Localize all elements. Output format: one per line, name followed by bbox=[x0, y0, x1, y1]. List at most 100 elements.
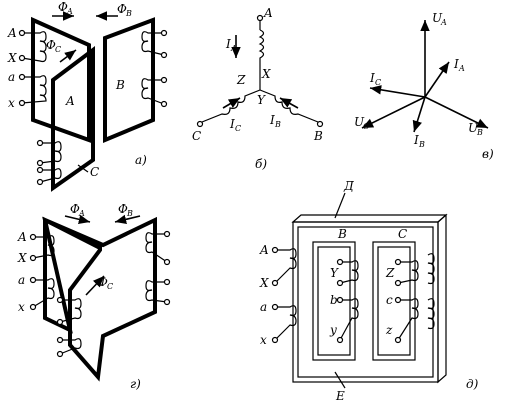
label-Z: Z bbox=[236, 73, 246, 87]
label-UC-sub: C bbox=[363, 122, 369, 131]
label-d-Z: Z bbox=[385, 266, 395, 280]
label-C: C bbox=[192, 129, 201, 143]
term-label-x: x bbox=[8, 96, 15, 110]
terminal-g-b3 bbox=[163, 278, 171, 286]
terminal-x-lower bbox=[18, 99, 26, 107]
terminal-d-b-upper bbox=[336, 258, 344, 266]
label-Y: Y bbox=[257, 93, 266, 107]
terminal-d-c bbox=[394, 296, 402, 304]
terminal-x-upper bbox=[18, 54, 26, 62]
core-label-B: B bbox=[115, 78, 125, 92]
terminal-g-b2 bbox=[163, 258, 171, 266]
ib-arrow bbox=[279, 97, 299, 109]
caption-d: д) bbox=[466, 377, 479, 391]
term-label-g-a: a bbox=[18, 273, 25, 287]
leader-D bbox=[334, 192, 346, 219]
window-left bbox=[312, 241, 356, 361]
label-d-A: A bbox=[259, 243, 269, 257]
terminal-g-b4 bbox=[163, 298, 171, 306]
terminal-g-c1 bbox=[56, 296, 64, 304]
yoke-top-bevel bbox=[291, 214, 448, 223]
caption-g: г) bbox=[130, 377, 141, 391]
label-IA-sub: A bbox=[230, 44, 237, 53]
phasor-IB bbox=[412, 96, 426, 133]
term-label-g-x: x bbox=[18, 300, 25, 314]
core-outer-inner bbox=[297, 226, 434, 378]
leader-c bbox=[77, 164, 89, 173]
label-UB-sub: B bbox=[476, 128, 483, 137]
label-X: X bbox=[261, 67, 271, 81]
label-IB: I bbox=[269, 113, 275, 127]
coil-b bbox=[259, 89, 319, 123]
flux-a-sub-g: A bbox=[78, 209, 85, 218]
terminal-c-3 bbox=[36, 166, 44, 174]
term-label-X: X bbox=[7, 51, 17, 65]
terminal-d-Z bbox=[394, 279, 402, 287]
figure-a: Φ A Φ B Φ C A X a x A B C а) bbox=[7, 0, 168, 192]
flux-c-sub: C bbox=[55, 45, 61, 54]
label-d-b: b bbox=[330, 293, 338, 307]
core-b-plate bbox=[103, 17, 155, 143]
label-IB-v: I bbox=[413, 133, 419, 147]
terminal-d-y bbox=[336, 336, 344, 344]
terminal-g-x bbox=[29, 303, 37, 311]
terminal-d-Y bbox=[336, 279, 344, 287]
flux-c-label: Φ bbox=[46, 38, 56, 52]
label-d-c: c bbox=[386, 293, 393, 307]
terminal-g-c4 bbox=[56, 350, 64, 358]
flux-a-arrow-g bbox=[64, 214, 91, 225]
flux-b-label-g: Φ bbox=[118, 202, 128, 216]
terminal-c-4 bbox=[36, 178, 44, 186]
terminal-b-4 bbox=[160, 100, 168, 108]
core-a-plate bbox=[31, 16, 91, 143]
terminal-b-3 bbox=[160, 76, 168, 84]
term-label-g-X: X bbox=[17, 251, 27, 265]
label-E: Е bbox=[335, 389, 345, 403]
label-d-x: x bbox=[260, 333, 267, 347]
caption-a: а) bbox=[135, 153, 147, 167]
core-c-plate bbox=[51, 46, 95, 192]
terminal-g-X bbox=[29, 254, 37, 262]
core-label-A: A bbox=[65, 94, 75, 108]
terminal-d-b bbox=[336, 296, 344, 304]
leader-E bbox=[334, 371, 346, 389]
label-IB-sub: B bbox=[274, 120, 281, 129]
terminal-d-a bbox=[271, 303, 279, 311]
label-IB-v-sub: B bbox=[418, 140, 425, 149]
winding-c bbox=[36, 139, 62, 186]
terminal-g-a bbox=[29, 276, 37, 284]
terminal-g-c2 bbox=[56, 318, 64, 326]
winding-b bbox=[141, 29, 168, 108]
label-IA-v-sub: A bbox=[458, 64, 465, 73]
flux-a-sub: A bbox=[66, 7, 73, 16]
terminal-b-1 bbox=[160, 29, 168, 37]
terminal-c-2 bbox=[36, 159, 44, 167]
flux-c-sub-g: C bbox=[107, 282, 113, 291]
label-IC-v: I bbox=[369, 71, 375, 85]
term-label-a: a bbox=[8, 70, 15, 84]
term-label-A: A bbox=[7, 26, 17, 40]
figure-v-phasors: U A I A I C U C I B U B в) bbox=[354, 11, 494, 161]
label-B: B bbox=[313, 129, 323, 143]
flux-b-sub: B bbox=[125, 9, 132, 18]
phasor-UC bbox=[361, 96, 426, 129]
terminal-d-x bbox=[271, 336, 279, 344]
label-IA: I bbox=[225, 37, 231, 51]
figure-d: Д Е B C A X a x Y b y Z c z д) bbox=[259, 179, 479, 403]
window-right-inner bbox=[377, 246, 411, 356]
label-d-X: X bbox=[259, 276, 269, 290]
phasor-UB bbox=[424, 96, 489, 129]
node-B bbox=[316, 120, 324, 128]
phasor-IA bbox=[424, 61, 450, 98]
flux-a-label-g: Φ bbox=[70, 202, 80, 216]
label-d-C: C bbox=[398, 227, 407, 241]
label-d-y: y bbox=[329, 323, 337, 337]
phasor-IC bbox=[369, 85, 426, 98]
label-IC-v-sub: C bbox=[375, 78, 381, 87]
label-IC-sub: C bbox=[235, 124, 241, 133]
flux-b-sub-g: B bbox=[126, 209, 133, 218]
flux-c-label-g: Φ bbox=[98, 275, 108, 289]
flux-c-arrow bbox=[59, 49, 77, 63]
core-g-outline bbox=[42, 216, 157, 382]
label-UC: U bbox=[354, 115, 365, 129]
